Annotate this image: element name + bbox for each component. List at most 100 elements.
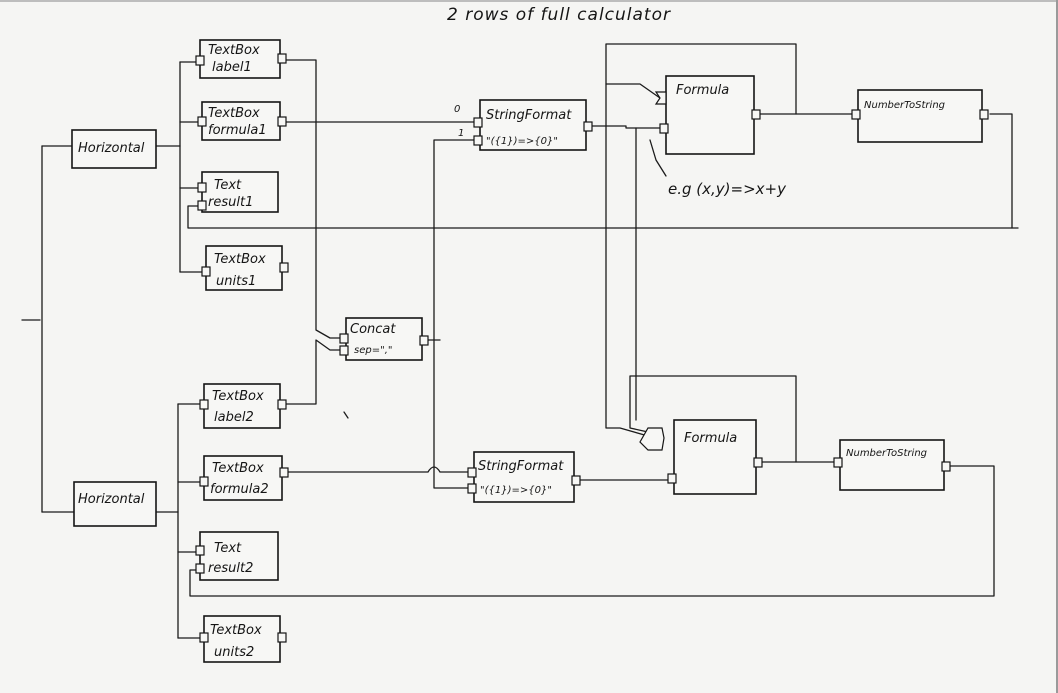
textbox-units2-node[interactable]: TextBox units2 — [199, 615, 287, 663]
concat-in-port-b[interactable] — [339, 345, 349, 356]
horizontal2-node[interactable]: Horizontal — [73, 481, 157, 527]
formula2-expression-port[interactable] — [667, 473, 677, 484]
concat-separator: sep="," — [354, 345, 392, 356]
formula1-variables-port[interactable] — [654, 91, 667, 105]
wire-concat-to-stringformat1 — [433, 139, 475, 341]
textbox-units1-in-port[interactable] — [201, 266, 211, 277]
numbertostring2-out-port[interactable] — [941, 461, 951, 472]
textbox-units1-type: TextBox — [214, 252, 266, 267]
textbox-formula2-node[interactable]: TextBox formula2 — [199, 455, 289, 501]
wire-formula1-feedback — [605, 43, 797, 115]
horizontal2-label: Horizontal — [78, 492, 145, 507]
textbox-label2-type: TextBox — [212, 389, 264, 404]
textbox-label1-in-port[interactable] — [195, 55, 205, 66]
concat-type: Concat — [350, 322, 396, 337]
textbox-units1-name: units1 — [216, 274, 256, 289]
formula2-out-port[interactable] — [753, 457, 763, 468]
stringformat2-type: StringFormat — [478, 459, 564, 474]
formula2-variables-port[interactable] — [639, 427, 665, 451]
text-result2-node[interactable]: Text result2 — [195, 531, 279, 581]
numbertostring1-node[interactable]: NumberToString — [851, 89, 989, 143]
textbox-units2-in-port[interactable] — [199, 632, 209, 643]
textbox-formula2-name: formula2 — [210, 482, 269, 497]
text-result2-in-port[interactable] — [195, 563, 205, 574]
horizontal1-node[interactable]: Horizontal — [71, 129, 157, 169]
textbox-formula2-in-port[interactable] — [199, 476, 209, 487]
numbertostring2-type: NumberToString — [846, 448, 927, 459]
wire-concat-to-stringformat2 — [433, 339, 471, 489]
formula1-expression-port[interactable] — [659, 123, 669, 134]
stringformat2-in-port-0[interactable] — [467, 467, 477, 478]
textbox-formula1-out-port[interactable] — [277, 116, 287, 127]
concat-out-port[interactable] — [419, 335, 429, 346]
text-result1-name: result1 — [208, 195, 253, 210]
formula1-out-port[interactable] — [751, 109, 761, 120]
stray-mark — [343, 411, 349, 419]
wire-label2-to-concat — [285, 339, 341, 405]
stringformat1-type: StringFormat — [486, 108, 572, 123]
stringformat2-format: "({1})=>{0}" — [480, 485, 552, 496]
formula1-node[interactable]: Formula — [654, 75, 761, 155]
diagram-title: 2 rows of full calculator — [447, 5, 671, 25]
concat-node[interactable]: Concat sep="," — [339, 317, 429, 361]
textbox-formula1-name: formula1 — [208, 123, 267, 138]
numbertostring1-out-port[interactable] — [979, 109, 989, 120]
textbox-label2-name: label2 — [214, 410, 254, 425]
numbertostring2-in-port[interactable] — [833, 457, 843, 468]
annotation-pointer — [649, 139, 667, 177]
formula-example-annotation: e.g (x,y)=>x+y — [668, 180, 787, 198]
wire-numbertostring2-to-result2 — [189, 465, 995, 597]
wire-label1-to-concat — [285, 59, 341, 339]
text-result1-node[interactable]: Text result1 — [197, 171, 279, 213]
numbertostring2-node[interactable]: NumberToString — [833, 439, 951, 491]
text-result1-type: Text — [214, 178, 242, 193]
concat-in-port-a[interactable] — [339, 333, 349, 344]
textbox-label2-node[interactable]: TextBox label2 — [199, 383, 287, 429]
text-result1-in-port[interactable] — [197, 200, 207, 211]
wire-formula-shared-input — [605, 83, 649, 437]
stringformat2-node[interactable]: StringFormat "({1})=>{0}" — [467, 451, 581, 503]
textbox-units1-node[interactable]: TextBox units1 — [201, 245, 289, 291]
textbox-formula2-out-port[interactable] — [279, 467, 289, 478]
stringformat1-port0-label: 0 — [454, 104, 460, 115]
formula1-type: Formula — [676, 83, 729, 98]
numbertostring1-in-port[interactable] — [851, 109, 861, 120]
wire-formula2-to-stringformat2 — [287, 466, 471, 473]
textbox-formula1-node[interactable]: TextBox formula1 — [197, 101, 287, 141]
numbertostring1-type: NumberToString — [864, 100, 945, 111]
textbox-label2-out-port[interactable] — [277, 399, 287, 410]
stringformat2-out-port[interactable] — [571, 475, 581, 486]
textbox-units1-out-port[interactable] — [279, 262, 289, 273]
textbox-units2-name: units2 — [214, 645, 254, 660]
text-result2-name: result2 — [208, 561, 253, 576]
stringformat1-node[interactable]: 0 1 StringFormat "({1})=>{0}" — [454, 99, 593, 151]
textbox-units2-type: TextBox — [210, 623, 262, 638]
stringformat1-out-port[interactable] — [583, 121, 593, 132]
textbox-formula2-type: TextBox — [212, 461, 264, 476]
stringformat1-format: "({1})=>{0}" — [486, 136, 558, 147]
text-result2-type: Text — [214, 541, 242, 556]
stringformat1-in-port-1[interactable] — [473, 135, 483, 146]
stringformat1-in-port-0[interactable] — [473, 117, 483, 128]
textbox-label1-type: TextBox — [208, 43, 260, 58]
formula2-node[interactable]: Formula — [639, 419, 763, 495]
horizontal1-label: Horizontal — [78, 141, 145, 156]
formula2-type: Formula — [684, 431, 737, 446]
wire-numbertostring1-to-result1 — [187, 113, 1013, 229]
wires — [21, 43, 1013, 639]
wire-formula2-feedback — [629, 375, 797, 463]
wire-stringformat1-to-formula1 — [589, 125, 661, 129]
textbox-label2-in-port[interactable] — [199, 399, 209, 410]
stringformat1-port1-label: 1 — [458, 128, 464, 139]
textbox-formula1-type: TextBox — [208, 106, 260, 121]
textbox-label1-out-port[interactable] — [277, 53, 287, 64]
textbox-label1-name: label1 — [212, 60, 252, 75]
textbox-units2-out-port[interactable] — [277, 632, 287, 643]
text-result1-parent-port[interactable] — [197, 182, 207, 193]
stringformat2-in-port-1[interactable] — [467, 483, 477, 494]
textbox-formula1-in-port[interactable] — [197, 116, 207, 127]
text-result2-parent-port[interactable] — [195, 545, 205, 556]
textbox-label1-node[interactable]: TextBox label1 — [195, 39, 287, 79]
